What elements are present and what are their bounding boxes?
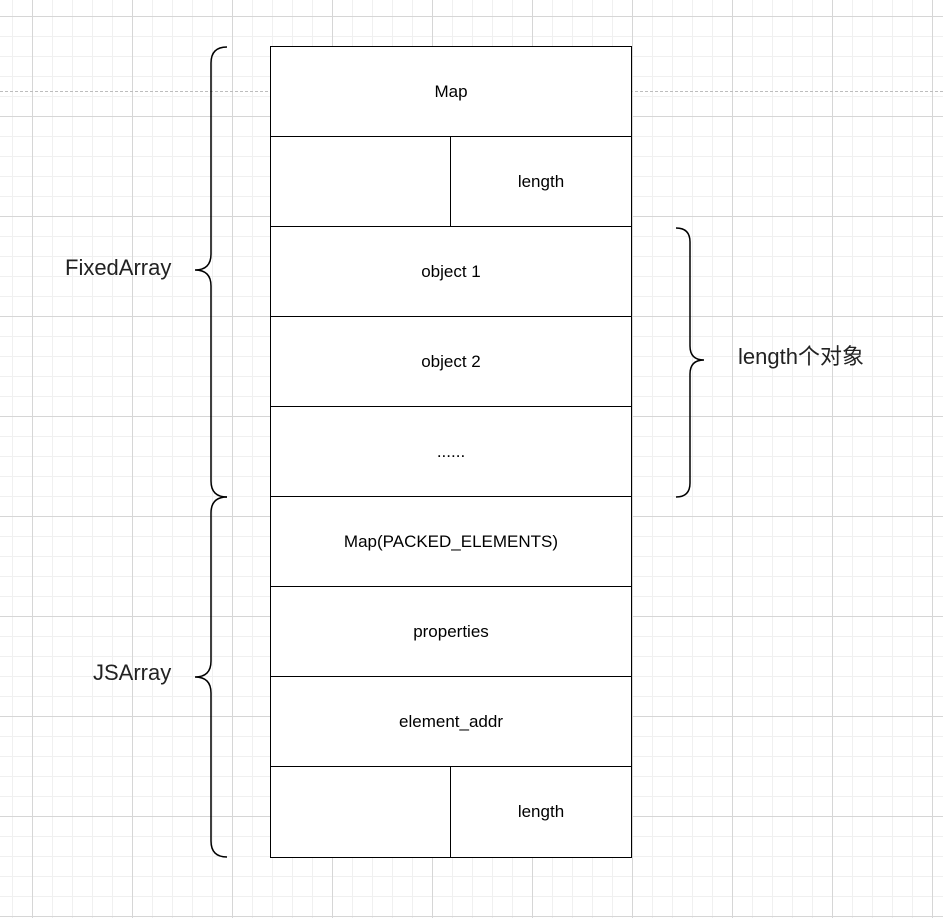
cell-ellipsis-label: ...... — [436, 442, 466, 461]
cell-length-bottom-label: length — [517, 802, 565, 821]
length-objects-brace[interactable] — [675, 227, 705, 498]
fixedarray-brace[interactable] — [194, 46, 228, 498]
cell-element-addr-label: element_addr — [399, 712, 503, 731]
cell-properties[interactable]: properties — [270, 586, 632, 678]
cell-map-label: Map — [434, 82, 468, 101]
cell-ellipsis[interactable]: ...... — [270, 406, 632, 498]
cell-object-2[interactable]: object 2 — [270, 316, 632, 408]
jsarray-label: JSArray — [93, 660, 172, 685]
jsarray-brace[interactable] — [194, 496, 228, 858]
cell-length-bottom[interactable]: length — [450, 766, 632, 858]
fixedarray-label: FixedArray — [65, 255, 172, 280]
cell-length-top-label: length — [517, 172, 565, 191]
cell-length-top[interactable]: length — [450, 136, 632, 228]
cell-object-2-label: object 2 — [421, 352, 481, 371]
cell-map[interactable]: Map — [270, 46, 632, 138]
cell-properties-label: properties — [413, 622, 489, 641]
cell-map-packed-label: Map(PACKED_ELEMENTS) — [343, 532, 559, 551]
cell-map-packed[interactable]: Map(PACKED_ELEMENTS) — [270, 496, 632, 588]
cell-object-1[interactable]: object 1 — [270, 226, 632, 318]
length-objects-label: length个对象 — [738, 344, 864, 369]
cell-object-1-label: object 1 — [421, 262, 481, 281]
